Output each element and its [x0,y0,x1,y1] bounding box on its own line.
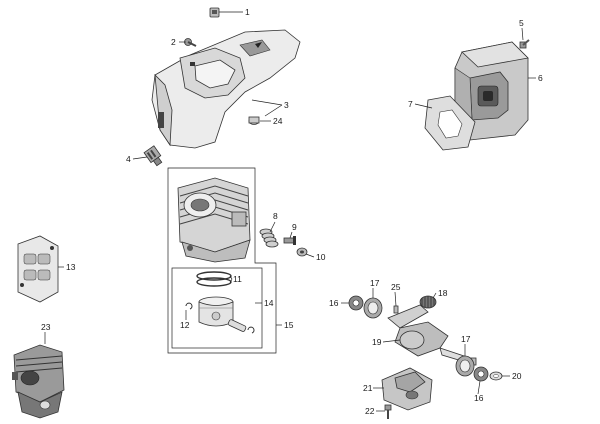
callout-6: 6 [538,73,543,83]
part-9-valve [283,236,296,245]
part-13-cylinder-gasket [17,235,59,303]
part-5-bolt [519,39,530,49]
callout-22: 22 [365,406,375,416]
part-6-muffler [454,41,529,141]
callout-9: 9 [292,222,297,232]
callout-7: 7 [408,99,413,109]
callout-3: 3 [284,100,289,110]
callout-5: 5 [519,18,524,28]
part-22-bolt [384,404,392,419]
cylinder-assembly [177,177,251,263]
callout-18: 18 [438,288,448,298]
part-24-grommet [248,116,260,125]
callout-17-left: 17 [370,278,380,288]
cylinder-group-frame [167,167,277,354]
part-17-bearing-left [363,297,383,319]
part-piston-pin [227,319,255,334]
callout-11: 11 [233,274,242,284]
part-23-cylinder-kit [12,344,65,419]
callout-4: 4 [126,154,131,164]
callout-16-right: 16 [474,393,484,403]
part-7-gasket [424,95,476,151]
callout-21: 21 [363,383,373,393]
callout-1: 1 [245,7,250,17]
part-8-spring [259,228,279,248]
part-10-plug [296,247,308,257]
part-25-pin [393,305,399,314]
callout-15: 15 [284,320,294,330]
callout-19: 19 [372,337,382,347]
part-12-circlip [185,302,193,310]
leader-lines [44,11,536,412]
callout-24: 24 [273,116,283,126]
part-14-piston [198,296,234,327]
part-11-piston-rings [196,271,232,287]
part-4-spark-plug [143,145,163,167]
callout-labels: 1 2 3 24 4 5 6 7 8 9 10 11 12 13 14 15 1… [41,7,543,416]
callout-20: 20 [512,371,522,381]
part-16-seal-left [348,295,364,311]
part-20-washer [489,371,503,381]
part-18-needle-bearing [419,295,437,309]
callout-25: 25 [391,282,401,292]
part-17-bearing-right [455,355,475,377]
part-21-crankcase [381,367,433,411]
callout-12: 12 [180,320,190,330]
callout-13: 13 [66,262,76,272]
callout-8: 8 [273,211,278,221]
part-16-seal-right [473,366,489,382]
part-3-top-cover [151,29,301,149]
callout-14: 14 [264,298,274,308]
part-1-clip [209,7,220,18]
part-2-screw [184,38,197,47]
callout-10: 10 [316,252,326,262]
callout-23: 23 [41,322,51,332]
callout-16-left: 16 [329,298,339,308]
callout-17-right: 17 [461,334,471,344]
callout-2: 2 [171,37,176,47]
